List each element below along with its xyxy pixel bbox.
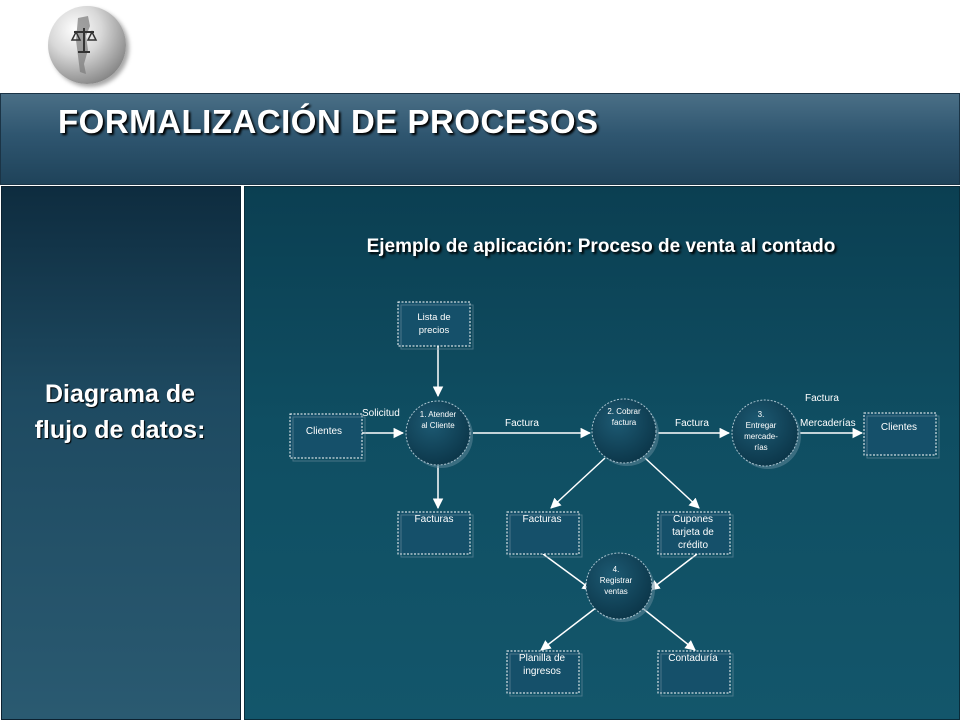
flow-arrows — [362, 346, 864, 651]
process-3-label-2: Entregar — [746, 421, 777, 430]
entity-planilla-label-2: ingresos — [523, 666, 561, 677]
process-4-label-1: 4. — [613, 565, 620, 574]
entity-clientes-in-label: Clientes — [306, 426, 342, 437]
flow-arrow-p2-facturas — [550, 457, 606, 509]
process-2-label-1: 2. Cobrar — [607, 407, 641, 416]
flow-label-factura-1: Factura — [505, 418, 539, 429]
entity-planilla: Planilla de ingresos — [506, 650, 583, 697]
entity-lista-label-1: Lista de — [417, 312, 450, 323]
diagram-subtitle: Ejemplo de aplicación: Proceso de venta … — [366, 236, 836, 257]
entity-contaduria: Contaduría — [657, 650, 734, 697]
process-3-label-4: rías — [754, 443, 767, 452]
flow-labels: Solicitud Factura Factura Factura Mercad… — [362, 393, 856, 429]
flow-arrow-p4-contaduria — [640, 606, 696, 651]
process-1-label-2: al Cliente — [421, 421, 455, 430]
entity-clientes-out-label: Clientes — [881, 422, 917, 433]
flow-label-factura-3: Factura — [805, 393, 839, 404]
process-3-label-1: 3. — [758, 410, 765, 419]
process-nodes: 1. Atender al Cliente 2. Cobrar factura … — [405, 398, 801, 622]
flow-label-factura-2: Factura — [675, 418, 709, 429]
flow-arrow-p4-planilla — [540, 606, 598, 651]
entity-planilla-label-1: Planilla de — [519, 653, 566, 664]
entity-facturas-1-label: Facturas — [415, 514, 454, 525]
process-4-registrar-ventas: 4. Registrar ventas — [585, 552, 655, 622]
entity-cupones: Cupones tarjeta de crédito — [657, 511, 734, 558]
top-bar — [0, 0, 960, 92]
section-label-line2: flujo de datos: — [34, 416, 206, 444]
logo-emblem — [48, 6, 126, 84]
section-label-line1: Diagrama de — [44, 380, 196, 408]
process-4-label-3: ventas — [604, 587, 628, 596]
entity-lista-label-2: precios — [419, 325, 450, 336]
entity-cupones-label-1: Cupones — [673, 514, 713, 525]
entity-facturas-2: Facturas — [506, 511, 583, 558]
process-2-label-2: factura — [612, 418, 637, 427]
process-2-cobrar-factura: 2. Cobrar factura — [591, 398, 659, 466]
flow-arrow-facturas-p4 — [542, 553, 593, 591]
process-3-entregar-mercaderias: 3. Entregar mercade- rías — [731, 399, 801, 469]
map-scales-icon — [70, 16, 98, 74]
process-1-label-1: 1. Atender — [420, 410, 457, 419]
flow-label-mercaderias: Mercaderías — [800, 418, 856, 429]
process-1-atender-cliente: 1. Atender al Cliente — [405, 400, 473, 468]
title-band — [0, 93, 960, 185]
entity-clientes-out: Clientes — [863, 412, 940, 459]
entity-cupones-label-2: tarjeta de — [672, 527, 714, 538]
page-title: FORMALIZACIÓN DE PROCESOS — [58, 103, 599, 140]
entity-facturas-1: Facturas — [397, 511, 474, 558]
entity-facturas-2-label: Facturas — [523, 514, 562, 525]
flow-arrow-p2-cupones — [644, 457, 700, 509]
section-label: Diagrama de flujo de datos: — [1, 376, 239, 448]
entity-cupones-label-3: crédito — [678, 540, 708, 551]
entity-contaduria-label: Contaduría — [668, 653, 718, 664]
entity-clientes-in: Clientes — [289, 413, 366, 462]
left-panel — [1, 186, 241, 720]
process-4-label-2: Registrar — [600, 576, 633, 585]
entity-lista-de-precios: Lista de precios — [397, 301, 474, 350]
flow-label-solicitud: Solicitud — [362, 408, 400, 419]
entity-boxes: Lista de precios Clientes Clientes Factu… — [289, 301, 940, 697]
process-3-label-3: mercade- — [744, 432, 778, 441]
flow-arrow-cupones-p4 — [649, 553, 698, 591]
